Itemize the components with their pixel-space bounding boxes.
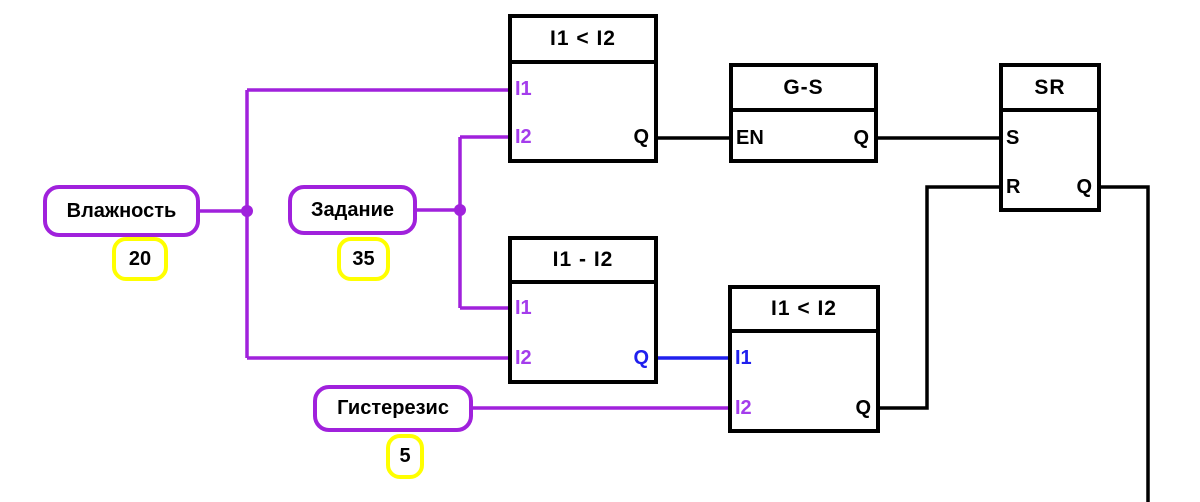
block-title-text: I1 - I2 [552, 248, 614, 271]
input-value-humidity[interactable]: 20 [112, 237, 168, 281]
pin-r[interactable]: R [1006, 176, 1021, 198]
pin-i1[interactable]: I1 [515, 78, 532, 100]
input-value-hysteresis[interactable]: 5 [386, 434, 424, 479]
block-compare-bottom-title: I1 < I2 [732, 289, 876, 333]
input-label-humidity-text: Влажность [66, 199, 177, 222]
block-compare-top[interactable]: I1 < I2 I1 I2 Q [508, 14, 658, 163]
block-subtract-title: I1 - I2 [512, 240, 654, 284]
input-value-hysteresis-text: 5 [399, 445, 411, 467]
pin-i1[interactable]: I1 [515, 297, 532, 319]
block-subtract[interactable]: I1 - I2 I1 I2 Q [508, 236, 658, 384]
pin-q[interactable]: Q [1076, 176, 1092, 198]
block-title-text: SR [1034, 75, 1066, 99]
pin-q[interactable]: Q [855, 397, 871, 419]
block-gs[interactable]: G-S EN Q [729, 63, 878, 163]
junction-setpoint[interactable] [454, 204, 466, 216]
wire-cmp-bot-q-to-sr-r[interactable] [878, 185, 1001, 410]
input-value-humidity-text: 20 [128, 247, 152, 270]
pin-en[interactable]: EN [736, 127, 764, 149]
input-label-hysteresis[interactable]: Гистерезис [313, 385, 473, 432]
pin-q[interactable]: Q [633, 347, 649, 369]
block-sr[interactable]: SR S R Q [999, 63, 1101, 212]
input-label-setpoint-text: Задание [311, 198, 394, 221]
block-gs-title: G-S [733, 67, 874, 112]
junction-humidity[interactable] [241, 205, 253, 217]
wire-sr-q-out[interactable] [1099, 185, 1150, 502]
pin-i1[interactable]: I1 [735, 347, 752, 369]
input-value-setpoint-text: 35 [352, 247, 375, 270]
input-value-setpoint[interactable]: 35 [337, 237, 390, 281]
pin-i2[interactable]: I2 [515, 126, 532, 148]
block-title-text: I1 < I2 [771, 297, 837, 320]
block-compare-top-title: I1 < I2 [512, 18, 654, 64]
input-label-hysteresis-text: Гистерезис [337, 397, 449, 419]
block-sr-title: SR [1003, 67, 1097, 112]
block-title-text: I1 < I2 [550, 27, 616, 50]
pin-s[interactable]: S [1006, 127, 1020, 149]
block-title-text: G-S [783, 75, 824, 99]
pin-q[interactable]: Q [633, 126, 649, 148]
block-compare-bottom[interactable]: I1 < I2 I1 I2 Q [728, 285, 880, 433]
pin-i2[interactable]: I2 [515, 347, 532, 369]
pin-q[interactable]: Q [853, 127, 869, 149]
input-label-setpoint[interactable]: Задание [288, 185, 417, 235]
input-label-humidity[interactable]: Влажность [43, 185, 200, 237]
pin-i2[interactable]: I2 [735, 397, 752, 419]
